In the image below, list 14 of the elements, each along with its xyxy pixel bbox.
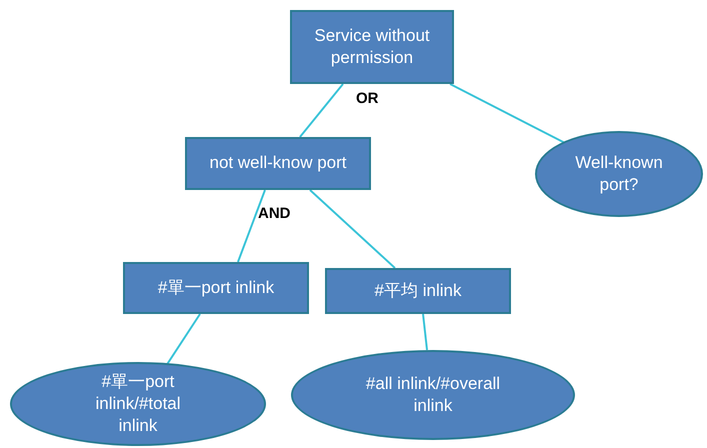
ellipse-node: Well-known port? (535, 131, 703, 217)
connector-line (450, 83, 566, 144)
process-box: #單一port inlink (123, 262, 309, 314)
connector-line (237, 190, 266, 262)
process-box: #平均 inlink (325, 268, 511, 314)
ellipse-node: #單一port inlink/#total inlink (10, 362, 266, 446)
connector-line (422, 314, 428, 350)
connector-line (299, 83, 344, 138)
process-box: not well-know port (185, 137, 371, 190)
ellipse-node: #all inlink/#overall inlink (291, 350, 575, 440)
operator-label: AND (258, 205, 290, 222)
process-box: Service without permission (290, 10, 454, 84)
connector-line (309, 189, 396, 269)
operator-label: OR (356, 90, 378, 107)
